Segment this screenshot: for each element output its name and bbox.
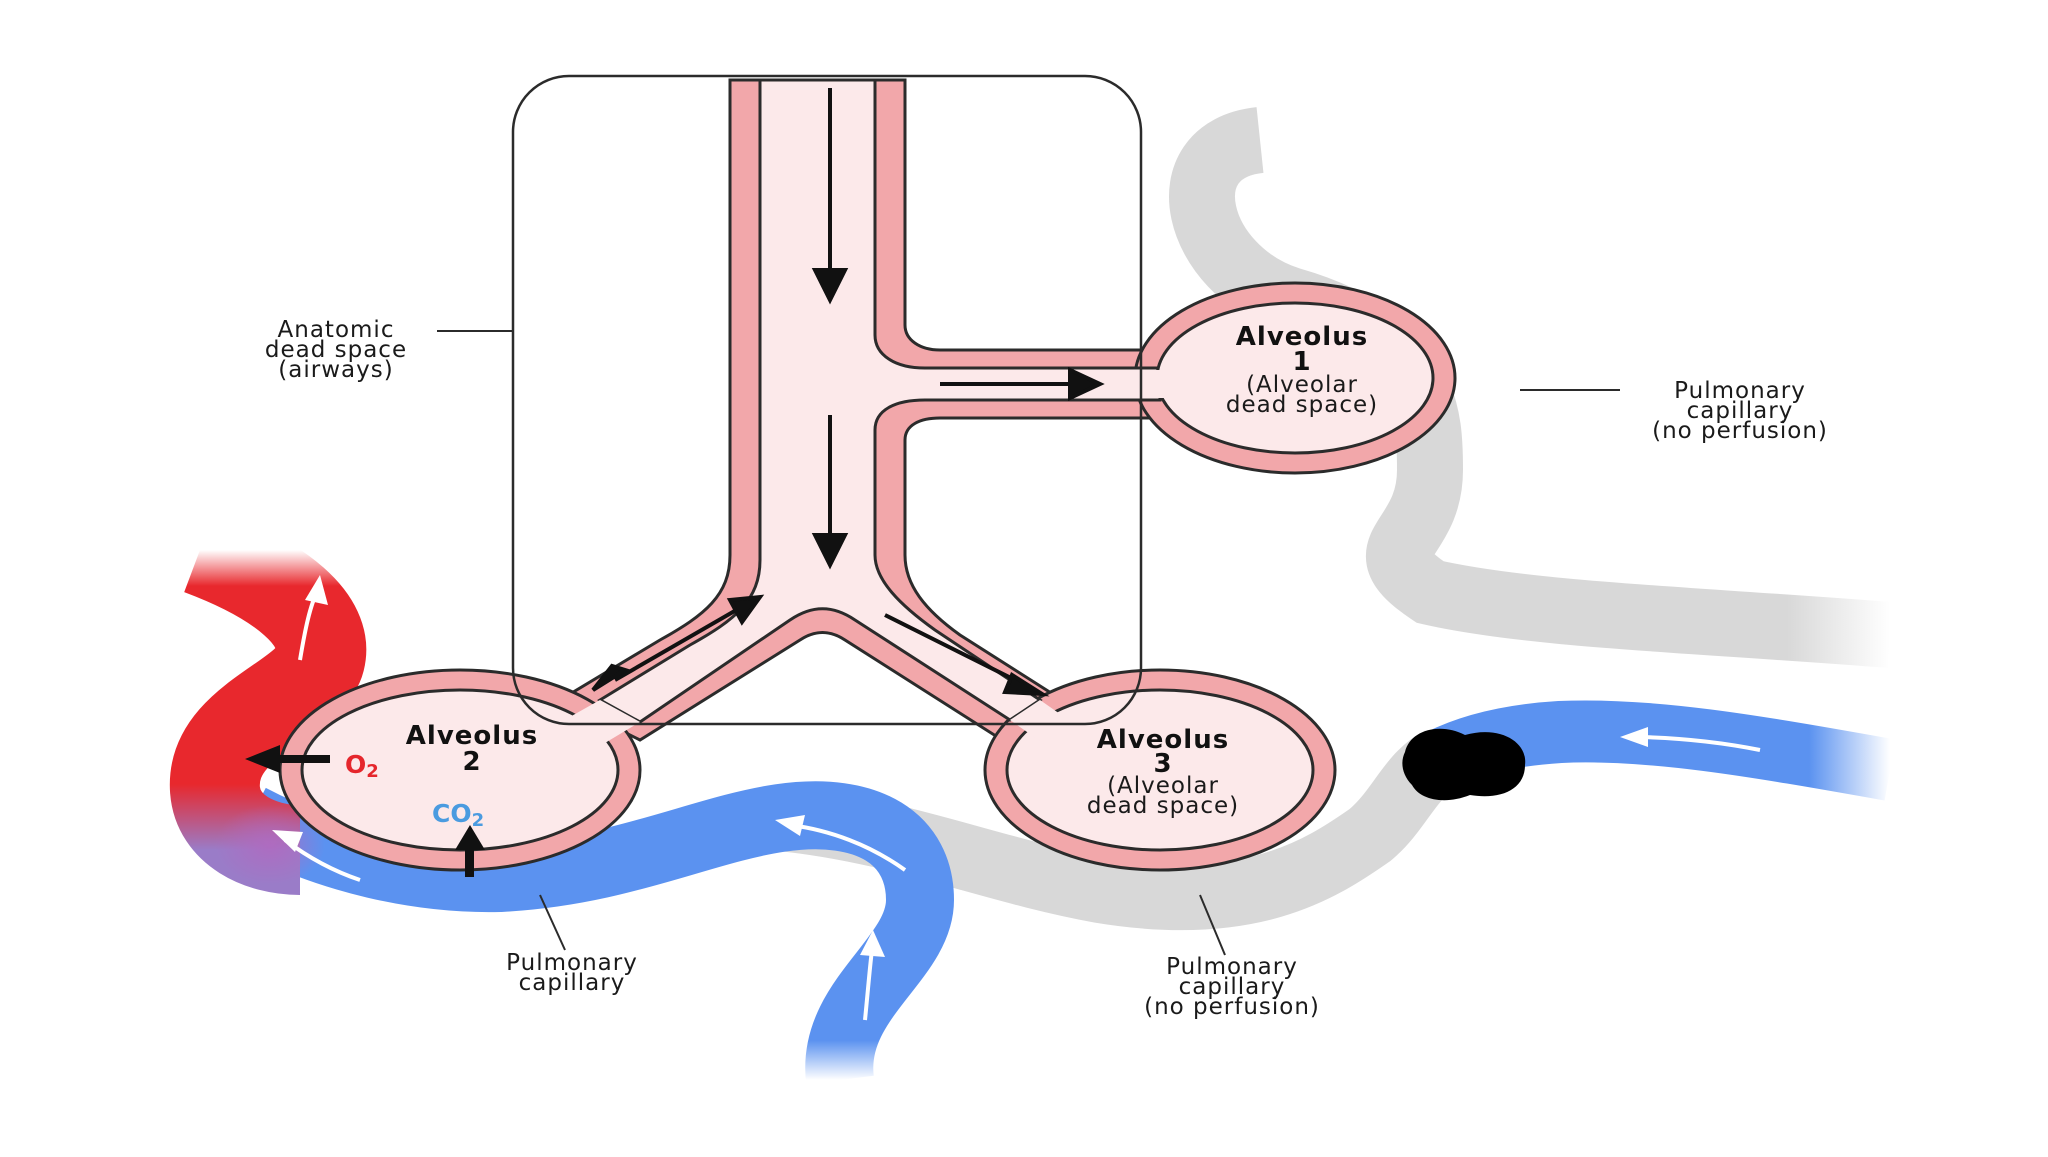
svg-text:Alveolus: Alveolus xyxy=(406,721,538,751)
airflow-arrows xyxy=(591,88,1105,697)
airway-lumen xyxy=(597,78,1162,724)
label-capillary-right: Pulmonary capillary (no perfusion) xyxy=(1652,378,1828,444)
alveolus-1-label: Alveolus 1 (Alveolar dead space) xyxy=(1226,322,1378,418)
alveolus-2-label: Alveolus 2 xyxy=(406,721,538,777)
svg-text:(no perfusion): (no perfusion) xyxy=(1144,994,1320,1020)
svg-text:Pulmonary: Pulmonary xyxy=(1674,378,1806,404)
label-anatomic-dead-space: Anatomic dead space (airways) xyxy=(265,317,407,383)
svg-text:2: 2 xyxy=(462,747,481,777)
capillary-perfused-lower-left xyxy=(234,781,955,1085)
svg-text:(Alveolar: (Alveolar xyxy=(1246,372,1358,398)
svg-text:capillary: capillary xyxy=(1687,398,1794,424)
svg-text:dead space: dead space xyxy=(265,337,407,363)
svg-text:Pulmonary: Pulmonary xyxy=(1166,954,1298,980)
gas-exchange-arrows xyxy=(245,745,485,877)
leader-lines xyxy=(437,330,1620,956)
co2-label: CO2 xyxy=(432,799,484,831)
svg-text:Anatomic: Anatomic xyxy=(278,317,395,343)
vessels xyxy=(170,107,1896,1085)
svg-text:Alveolus: Alveolus xyxy=(1236,322,1368,352)
label-capillary-left: Pulmonary capillary xyxy=(506,950,638,996)
o2-label: O2 xyxy=(345,750,379,782)
capillary-no-perfusion-upper xyxy=(1169,107,1893,668)
blood-clot xyxy=(1402,728,1526,801)
label-capillary-bottom: Pulmonary capillary (no perfusion) xyxy=(1144,954,1320,1020)
svg-text:(airways): (airways) xyxy=(278,357,393,383)
svg-text:capillary: capillary xyxy=(1179,974,1286,1000)
svg-text:dead space): dead space) xyxy=(1226,392,1378,418)
alveolus-3-lumen xyxy=(1005,688,1315,852)
anatomic-dead-space-box xyxy=(511,74,1143,726)
svg-text:1: 1 xyxy=(1292,347,1311,377)
alveolus-3-label: Alveolus 3 (Alveolar dead space) xyxy=(1087,725,1239,819)
svg-text:(Alveolar: (Alveolar xyxy=(1107,773,1219,799)
svg-text:Alveolus: Alveolus xyxy=(1097,725,1229,755)
svg-text:dead space): dead space) xyxy=(1087,793,1239,819)
svg-text:Pulmonary: Pulmonary xyxy=(506,950,638,976)
airway-tree xyxy=(278,78,1457,872)
svg-text:3: 3 xyxy=(1153,749,1172,779)
svg-text:capillary: capillary xyxy=(519,970,626,996)
svg-text:(no perfusion): (no perfusion) xyxy=(1652,418,1828,444)
